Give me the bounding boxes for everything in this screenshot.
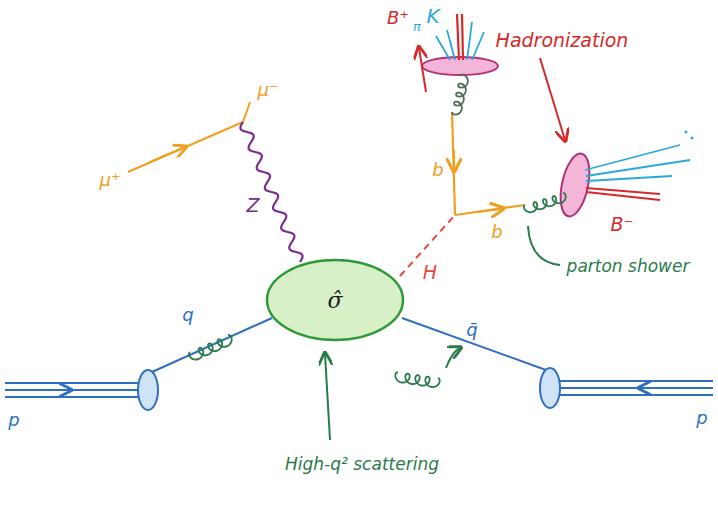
hadron-name: B⁺ bbox=[387, 8, 409, 28]
particle-name: Z bbox=[246, 195, 259, 216]
b-quark-lines bbox=[452, 112, 525, 215]
hadron-name: K bbox=[426, 5, 439, 27]
cross-section-symbol: σ̂ bbox=[327, 288, 342, 313]
gluon-coil bbox=[524, 193, 566, 212]
hadron-jets bbox=[436, 14, 694, 200]
particle-name: q̄ bbox=[466, 320, 477, 340]
particle-name: μ⁻ bbox=[258, 80, 279, 100]
particle-name: H bbox=[423, 262, 437, 283]
hadron-name: π bbox=[413, 20, 421, 34]
particle-name: q bbox=[182, 305, 193, 325]
hard-scatter-blob: σ̂ bbox=[265, 258, 405, 342]
gluon-coil bbox=[395, 372, 439, 387]
annotation-note: High-q² scattering bbox=[285, 455, 439, 474]
particle-name: p bbox=[696, 408, 707, 428]
annotation-arrows bbox=[325, 48, 565, 440]
particle-name: p bbox=[8, 410, 19, 430]
annotation-note: parton shower bbox=[567, 257, 690, 276]
particle-name: b bbox=[432, 160, 443, 180]
particle-name: μ⁺ bbox=[100, 170, 121, 190]
muon-lines bbox=[128, 102, 250, 172]
hadron-name: B⁻ bbox=[610, 214, 633, 235]
z-boson-line bbox=[240, 122, 302, 262]
particle-name: b bbox=[491, 222, 502, 242]
hadronization-blob bbox=[556, 151, 595, 219]
gluon-coil bbox=[189, 335, 232, 360]
annotation-note: Hadronization bbox=[496, 30, 629, 51]
gluon-coil bbox=[452, 75, 468, 115]
